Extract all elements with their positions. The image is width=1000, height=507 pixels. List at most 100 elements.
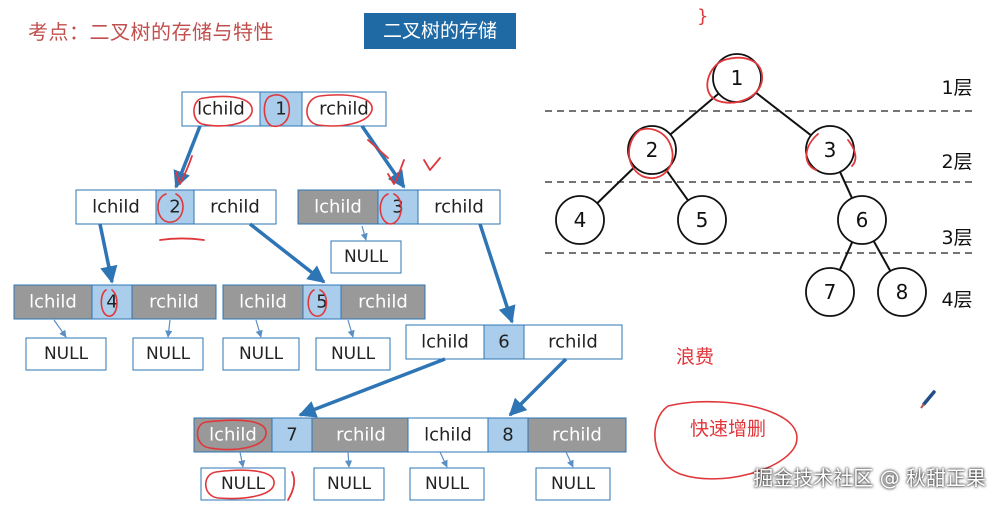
linked-node-3 [297,189,501,225]
tree-node-label: 1 [731,66,744,90]
pencil-icon [920,390,936,409]
red-circle-lchild-1 [193,95,253,127]
rchild-label: rchild [210,197,260,218]
null-label: NULL [221,474,266,494]
null-pointer-arrow [238,451,246,468]
red-circle-rchild-1 [306,94,373,127]
red-circle-null-7 [204,469,275,500]
tree-node-2 [627,125,677,175]
red-tick [367,139,389,159]
tree-node-5 [677,195,727,245]
red-circle-tree-2 [628,128,674,179]
tree-node-label: 4 [574,208,587,232]
linked-node-2 [75,189,277,225]
null-box [200,467,286,501]
null-pointer-arrow [565,451,574,468]
lchild-cell [405,324,485,360]
null-pointer-arrow [360,225,368,241]
rchild-label: rchild [548,332,598,353]
level-label-2: 2层 [941,151,972,173]
rchild-cell [131,284,217,320]
red-check-mark [423,157,441,171]
tree-node-label: 7 [824,280,837,304]
lchild-label: lchild [421,332,469,353]
tree-node-circle [837,195,887,245]
tree-edge-6-8 [872,240,892,272]
null-box [409,467,485,501]
brace-annotation: } [697,6,709,27]
tree-node-circle [627,125,677,175]
null-cell [535,467,611,501]
null-box [25,337,107,371]
lchild-label: lchild [92,197,140,218]
node-value-label: 3 [392,197,403,218]
linked-node-4 [13,284,217,320]
tree-node-4 [555,195,605,245]
tree-edge-1-2 [669,92,720,136]
null-pointer-arrow [53,319,67,338]
null-label: NULL [551,474,596,494]
tree-node-circle [555,195,605,245]
rchild-label: rchild [149,292,199,313]
tree-edge-3-6 [839,171,853,199]
level-label-1: 1层 [941,77,972,99]
null-pointer-arrow [347,319,355,338]
rchild-cell [417,189,501,225]
red-circle-tree-1 [706,56,763,104]
rchild-cell [523,324,623,360]
tree-node-circle [877,267,927,317]
null-cell [25,337,107,371]
null-pointer-arrow [344,451,353,468]
null-cell [313,467,385,501]
pointer-arrow [478,223,516,324]
node-value-label: 2 [169,197,180,218]
level-label-3: 3层 [941,227,972,249]
tree-node-circle [805,267,855,317]
pointer-arrow [248,222,326,284]
linked-node-6 [405,324,623,360]
waste-annotation: 浪费 [676,346,715,368]
linked-node-5 [222,284,426,320]
lchild-cell [75,189,157,225]
fast-edit-annotation: 快速增删 [690,418,767,440]
node-value-label: 4 [106,292,117,313]
lchild-label: lchild [239,292,287,313]
rchild-label: rchild [552,425,602,446]
null-label: NULL [327,474,372,494]
null-box [132,337,204,371]
tree-edge-2-4 [596,166,636,204]
red-arc-tree-3 [805,133,819,171]
red-underline-node-2 [159,237,205,241]
node-value-label: 7 [286,425,297,446]
tree-node-label: 5 [696,208,709,232]
lchild-label: lchild [424,425,472,446]
null-label: NULL [331,344,376,364]
null-label: NULL [425,474,470,494]
null-box [222,337,300,371]
lchild-cell [222,284,304,320]
tree-edge-1-3 [755,91,812,137]
node-value-label: 8 [502,425,513,446]
data-cell [271,417,313,453]
tree-edge-2-5 [665,168,689,202]
null-label: NULL [344,247,389,267]
tree-edge-6-7 [838,241,854,271]
pointer-arrow [98,223,118,284]
rchild-cell [311,417,411,453]
rchild-label: rchild [319,99,369,120]
node-value-label: 6 [498,332,509,353]
linked-node-8 [407,417,627,453]
lchild-cell [297,189,379,225]
red-circle-node-1 [263,94,291,128]
level-label-4: 4层 [941,289,972,311]
red-arc-tree-3b [847,139,857,167]
null-pointer-arrow [165,319,173,338]
null-box [330,240,402,274]
pointer-arrow [173,125,202,189]
null-cell [200,467,286,501]
null-box [313,467,385,501]
tree-node-6 [837,195,887,245]
rchild-label: rchild [336,425,386,446]
node-value-label: 5 [316,292,327,313]
